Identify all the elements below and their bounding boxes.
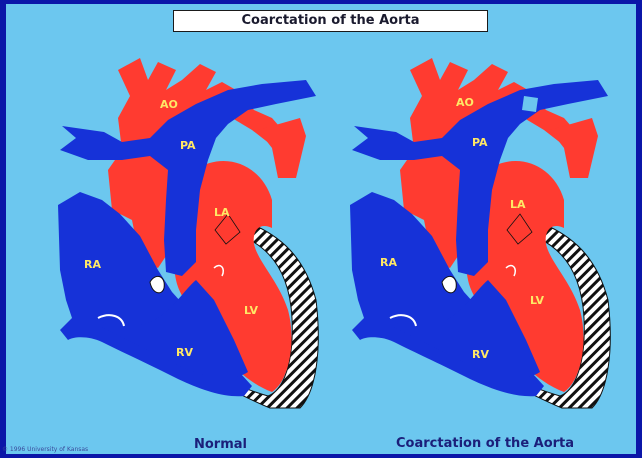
title-box: Coarctation of the Aorta [173,10,488,32]
label-rv-coarctation: RV [472,348,489,361]
label-rv-normal: RV [176,346,193,359]
label-pa-coarctation: PA [472,136,488,149]
caption-coarctation: Coarctation of the Aorta [396,436,574,451]
label-lv-coarctation: LV [530,294,544,307]
label-la-coarctation: LA [510,198,526,211]
copyright-text: © 1996 University of Kansas [2,446,88,453]
label-ao-coarctation: AO [456,96,474,109]
label-ra-normal: RA [84,258,101,271]
label-ao-normal: AO [160,98,178,111]
label-lv-normal: LV [244,304,258,317]
label-la-normal: LA [214,206,230,219]
label-ra-coarctation: RA [380,256,397,269]
coarctation-narrowing [522,96,538,112]
label-pa-normal: PA [180,139,196,152]
caption-normal: Normal [194,437,247,452]
